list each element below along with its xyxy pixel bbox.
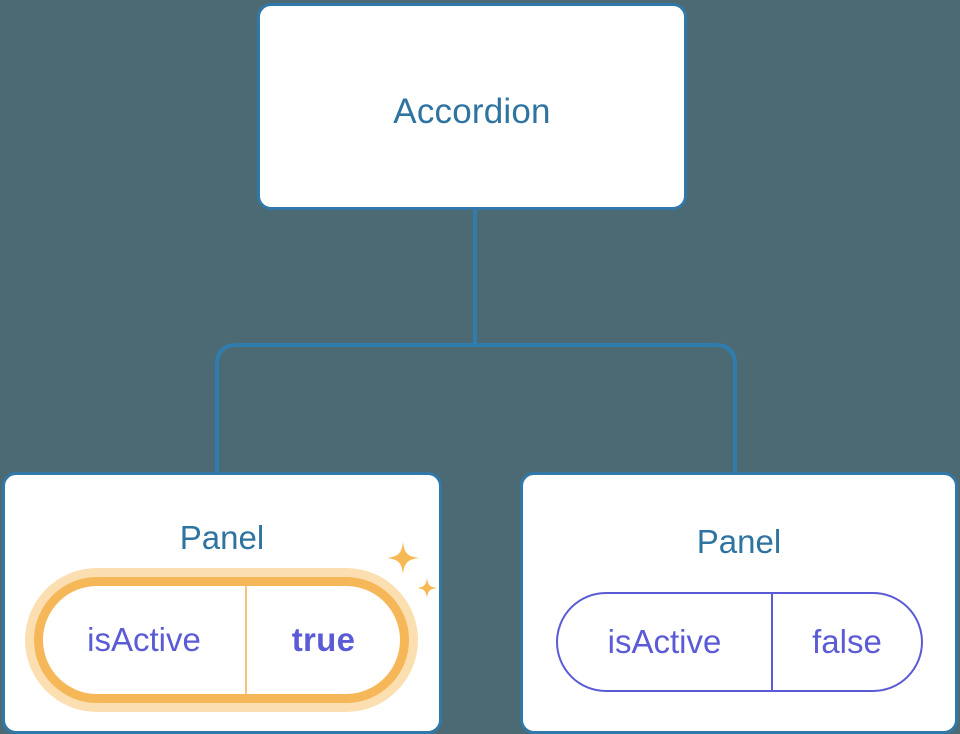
sparkle-group: [387, 542, 437, 598]
prop-value-true: true: [291, 621, 356, 658]
prop-value-false: false: [812, 623, 882, 660]
connector-branch-bus: [215, 343, 737, 472]
sparkle-large-icon: [387, 542, 419, 574]
prop-pill-isactive-false[interactable]: isActive false: [556, 592, 923, 692]
prop-key-isactive: isActive: [43, 586, 247, 694]
node-accordion[interactable]: Accordion: [257, 3, 687, 210]
node-panel-inactive-title: Panel: [696, 523, 782, 560]
node-panel-active-title: Panel: [179, 519, 265, 556]
sparkle-small-icon: [417, 578, 437, 598]
node-accordion-title: Accordion: [393, 92, 551, 131]
prop-key-isactive: isActive: [558, 594, 773, 690]
prop-pill-isactive-true[interactable]: isActive true: [34, 577, 409, 703]
